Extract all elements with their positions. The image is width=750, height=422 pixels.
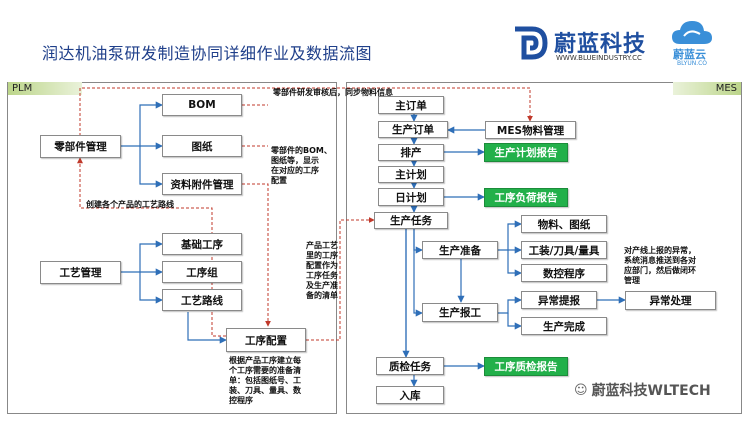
route-create-note: 创建各个产品的工艺路线: [86, 200, 174, 209]
config-desc-note: 根据产品工序建立每 个工序需要的准备清 单：包括图纸号、工 装、刀具、量具、数 …: [229, 356, 301, 405]
cloud-sub: BLYUN.CO: [677, 60, 708, 67]
cloud-logo: 蔚蓝云 BLYUN.CO: [665, 18, 719, 70]
logo-mark-icon: [515, 26, 548, 60]
process-group-box[interactable]: 工序组: [162, 261, 242, 283]
parts-mgmt-box[interactable]: 零部件管理: [40, 135, 121, 158]
watermark-text: 蔚蓝科技WLTECH: [591, 383, 711, 399]
daily-plan-box[interactable]: 日计划: [378, 188, 444, 206]
parts-bom-note: 零部件的BOM、 图纸等，显示 在对应的工序 配置: [271, 146, 332, 185]
drawing-box[interactable]: 图纸: [162, 135, 242, 157]
qc-report-box[interactable]: 工序质检报告: [484, 357, 568, 376]
exception-handling-box[interactable]: 异常处理: [625, 291, 716, 310]
task-list-note: 产品工艺 里的工序 配置作为 工序任务 及生产准 备的清单: [306, 241, 338, 300]
process-load-report-box[interactable]: 工序负荷报告: [484, 188, 568, 207]
process-config-box[interactable]: 工序配置: [226, 328, 306, 352]
brand-name: 蔚蓝科技: [554, 32, 647, 57]
basic-process-box[interactable]: 基础工序: [162, 233, 242, 255]
attachments-box[interactable]: 资料附件管理: [162, 173, 242, 195]
mes-tab: MES: [673, 82, 741, 95]
plm-tab: PLM: [8, 82, 82, 95]
material-drawing-box[interactable]: 物料、图纸: [521, 215, 607, 233]
master-plan-box[interactable]: 主计划: [378, 166, 444, 183]
qc-task-box[interactable]: 质检任务: [376, 357, 444, 375]
master-order-box[interactable]: 主订单: [378, 96, 444, 114]
exception-report-box[interactable]: 异常提报: [521, 291, 597, 309]
scheduling-box[interactable]: 排产: [378, 144, 444, 161]
production-complete-box[interactable]: 生产完成: [521, 317, 607, 335]
warehousing-box[interactable]: 入库: [376, 386, 444, 404]
tech-mgmt-box[interactable]: 工艺管理: [40, 261, 121, 284]
mes-material-box[interactable]: MES物料管理: [485, 121, 576, 139]
bom-box[interactable]: BOM: [162, 94, 242, 116]
sync-note: 零部件研发审核后，同步物料信息: [273, 88, 393, 97]
brand-url: WWW.BLUEINDUSTRY.CC: [556, 54, 642, 62]
watermark: ☺ 蔚蓝科技WLTECH: [574, 380, 711, 400]
cloud-icon: [672, 21, 712, 44]
exception-desc-note: 对产线上报的异常， 系统消息推送到各对 应部门，然后做闭环 管理: [624, 246, 696, 285]
process-route-box[interactable]: 工艺路线: [162, 289, 242, 311]
production-task-box[interactable]: 生产任务: [374, 212, 448, 229]
production-order-box[interactable]: 生产订单: [378, 121, 448, 138]
tooling-box[interactable]: 工装/刀具/量具: [521, 241, 607, 259]
cloud-name: 蔚蓝云: [673, 48, 706, 61]
page-title: 润达机油泵研发制造协同详细作业及数据流图: [42, 44, 373, 63]
brand-logo: 蔚蓝科技 WWW.BLUEINDUSTRY.CC: [512, 22, 662, 70]
production-plan-report-box[interactable]: 生产计划报告: [484, 143, 568, 162]
nc-program-box[interactable]: 数控程序: [521, 264, 607, 282]
production-report-box[interactable]: 生产报工: [422, 303, 498, 322]
production-prep-box[interactable]: 生产准备: [422, 241, 498, 259]
wechat-icon: ☺: [574, 382, 588, 398]
